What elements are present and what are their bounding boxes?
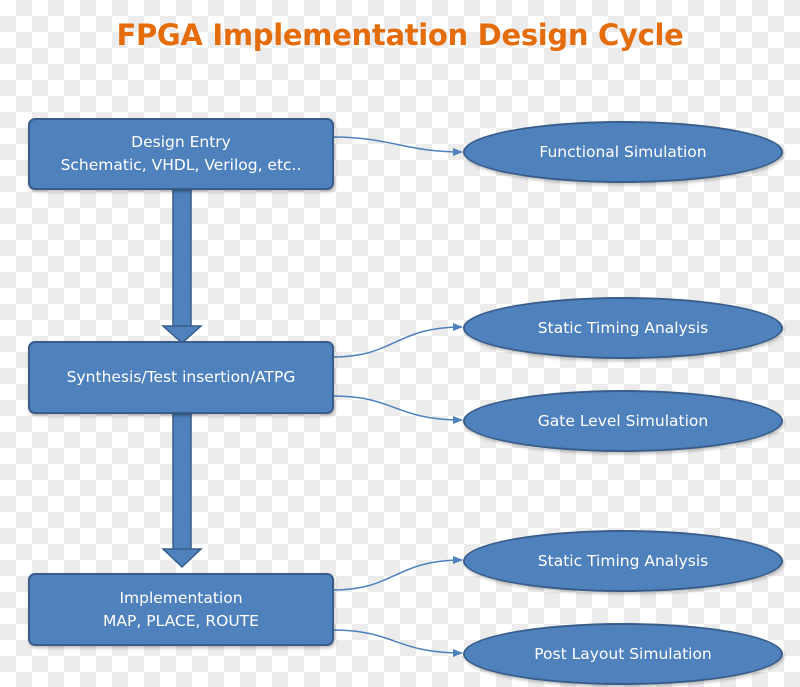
connector-synthesis-gate-level: [332, 395, 463, 424]
implementation-subtitle: MAP, PLACE, ROUTE: [103, 611, 259, 630]
static-timing-analysis-ellipse-1: Static Timing Analysis: [463, 297, 783, 359]
connector-implementation-static-timing: [332, 556, 463, 591]
diagram-title: FPGA Implementation Design Cycle: [116, 18, 684, 52]
gate-level-simulation-ellipse: Gate Level Simulation: [463, 390, 783, 452]
design-entry-subtitle: Schematic, VHDL, Verilog, etc..: [60, 156, 302, 174]
implementation-box: Implementation MAP, PLACE, ROUTE: [28, 573, 334, 646]
synthesis-title: Synthesis/Test insertion/ATPG: [66, 368, 296, 386]
flow-arrow-2: [161, 413, 203, 569]
static-timing-analysis-label-2: Static Timing Analysis: [537, 552, 709, 570]
implementation-title: Implementation: [119, 588, 243, 607]
connector-implementation-post-layout: [332, 629, 463, 657]
gate-level-simulation-label: Gate Level Simulation: [537, 412, 709, 430]
connector-synthesis-static-timing: [332, 323, 463, 358]
design-entry-title: Design Entry: [131, 133, 231, 151]
functional-simulation-label: Functional Simulation: [539, 143, 707, 161]
post-layout-simulation-ellipse: Post Layout Simulation: [463, 623, 783, 685]
flow-arrow-1: [161, 189, 203, 345]
functional-simulation-ellipse: Functional Simulation: [463, 121, 783, 183]
design-entry-box: Design Entry Schematic, VHDL, Verilog, e…: [28, 118, 334, 190]
synthesis-box: Synthesis/Test insertion/ATPG: [28, 341, 334, 414]
post-layout-simulation-label: Post Layout Simulation: [534, 645, 712, 663]
connector-design-entry-functional: [332, 136, 463, 156]
static-timing-analysis-ellipse-2: Static Timing Analysis: [463, 530, 783, 592]
static-timing-analysis-label-1: Static Timing Analysis: [537, 319, 709, 337]
